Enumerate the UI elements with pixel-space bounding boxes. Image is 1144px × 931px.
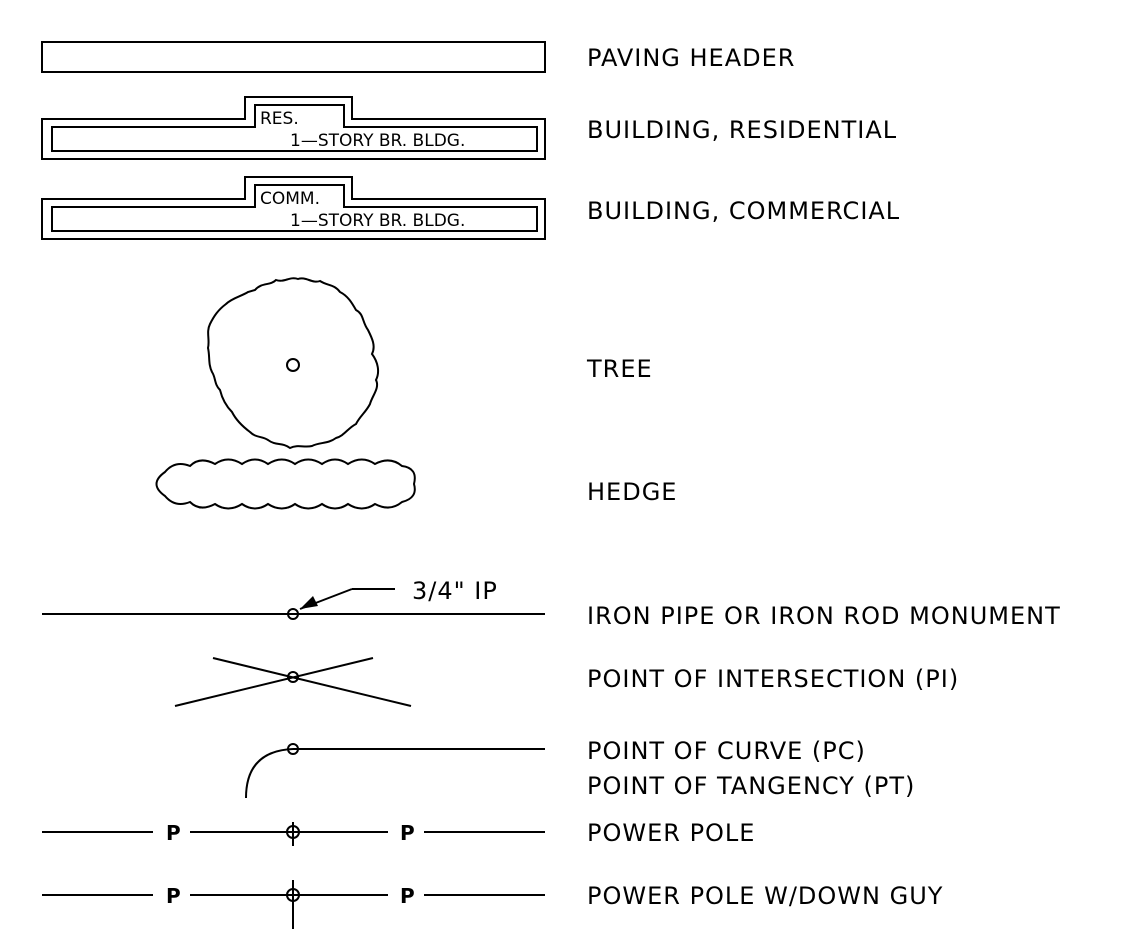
iron-pipe-callout: 3/4" IP [412, 577, 498, 605]
res-bldg-text: 1—STORY BR. BLDG. [290, 131, 465, 151]
label-paving-header: PAVING HEADER [587, 44, 795, 72]
hedge-symbol [155, 458, 416, 510]
pole-letter-left: P [166, 821, 181, 845]
power-pole-symbol: P P [42, 821, 545, 846]
point-of-curve-symbol [245, 743, 545, 799]
label-point-of-intersection: POINT OF INTERSECTION (PI) [587, 665, 959, 693]
guy-pole-letter-left: P [166, 884, 181, 908]
label-iron-pipe: IRON PIPE OR IRON ROD MONUMENT [587, 602, 1061, 630]
iron-pipe-symbol: 3/4" IP [42, 577, 545, 620]
res-tag: RES. [260, 109, 299, 129]
tree-symbol [206, 277, 380, 450]
point-of-intersection-symbol [174, 657, 412, 707]
label-tree: TREE [586, 355, 653, 383]
label-hedge: HEDGE [587, 478, 677, 506]
building-commercial-symbol: COMM. 1—STORY BR. BLDG. [41, 176, 546, 240]
comm-bldg-text: 1—STORY BR. BLDG. [290, 211, 465, 231]
pole-letter-right: P [400, 821, 415, 845]
comm-tag: COMM. [260, 189, 320, 209]
power-pole-down-guy-symbol: P P [42, 880, 545, 929]
label-building-commercial: BUILDING, COMMERCIAL [587, 197, 900, 225]
label-point-of-curve: POINT OF CURVE (PC) [587, 737, 866, 765]
building-residential-symbol: RES. 1—STORY BR. BLDG. [41, 96, 546, 160]
label-power-pole-down-guy: POWER POLE W/DOWN GUY [587, 882, 943, 910]
label-power-pole: POWER POLE [587, 819, 755, 847]
paving-header-symbol [41, 41, 546, 73]
label-point-of-tangency: POINT OF TANGENCY (PT) [587, 772, 915, 800]
legend-labels: PAVING HEADER BUILDING, RESIDENTIAL BUIL… [586, 44, 1061, 910]
guy-pole-letter-right: P [400, 884, 415, 908]
label-building-residential: BUILDING, RESIDENTIAL [587, 116, 897, 144]
